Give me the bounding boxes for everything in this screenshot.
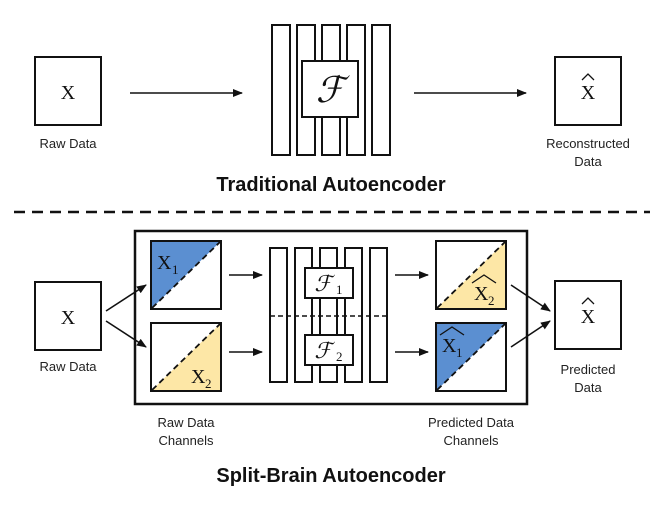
raw-channel-2: X 2 bbox=[150, 322, 222, 392]
hat-icon bbox=[581, 73, 595, 81]
sb-arrow-split-top bbox=[105, 284, 147, 312]
sb-network-2-sub: 2 bbox=[336, 349, 343, 364]
trad-network-box bbox=[301, 60, 359, 118]
sb-arrow-merge-bottom bbox=[510, 320, 551, 348]
sb-output-box bbox=[554, 280, 622, 350]
hat-icon bbox=[439, 326, 465, 336]
sb-network-1-symbol: ℱ bbox=[314, 271, 335, 296]
raw-channel-1-diagonal bbox=[150, 240, 222, 310]
predicted-channel-2-diagonal bbox=[435, 240, 507, 310]
trad-output-label-1: Reconstructed bbox=[546, 136, 630, 151]
trad-output-symbol: X bbox=[581, 82, 596, 104]
predicted-channel-1: X 1 bbox=[435, 322, 507, 392]
sb-network-2-symbol: ℱ bbox=[314, 338, 335, 363]
sb-layer bbox=[369, 247, 388, 383]
predicted-channels-label-2: Channels bbox=[444, 433, 499, 448]
trad-input-symbol: X bbox=[61, 82, 76, 104]
sb-network-1-box bbox=[304, 267, 354, 299]
traditional-section: X Raw Data ℱ X Reconstructed Data Tradit… bbox=[34, 24, 630, 196]
split-brain-section: X Raw Data X 1 X 2 bbox=[34, 229, 622, 487]
predicted-channel-1-diagonal bbox=[435, 322, 507, 392]
raw-channel-2-sub: 2 bbox=[205, 376, 212, 391]
sb-arrow-split-bottom bbox=[105, 320, 147, 348]
trad-layer bbox=[371, 24, 391, 156]
sb-layer bbox=[269, 247, 288, 383]
raw-channel-1-border bbox=[150, 240, 222, 310]
hat-icon bbox=[471, 274, 497, 284]
predicted-channel-2-sub: 2 bbox=[488, 293, 495, 308]
trad-title: Traditional Autoencoder bbox=[216, 174, 445, 196]
trad-layer bbox=[271, 24, 291, 156]
sb-output-label-2: Data bbox=[574, 380, 602, 395]
predicted-channel-1-symbol: X bbox=[442, 335, 457, 357]
sb-container bbox=[133, 229, 529, 406]
raw-channel-1-sub: 1 bbox=[172, 262, 179, 277]
raw-channel-1: X 1 bbox=[150, 240, 222, 310]
trad-input-label: Raw Data bbox=[39, 136, 97, 151]
predicted-channels-label-1: Predicted Data bbox=[428, 415, 515, 430]
sb-input-box bbox=[34, 281, 102, 351]
raw-channels-label-1: Raw Data bbox=[157, 415, 215, 430]
predicted-channel-1-border bbox=[435, 322, 507, 392]
raw-channel-2-symbol: X bbox=[191, 366, 206, 388]
raw-channel-1-symbol: X bbox=[157, 252, 172, 274]
predicted-channel-2: X 2 bbox=[435, 240, 507, 310]
sb-network-1-sub: 1 bbox=[336, 282, 343, 297]
raw-channel-2-border bbox=[150, 322, 222, 392]
predicted-channel-1-sub: 1 bbox=[456, 345, 463, 360]
sb-network-2-box bbox=[304, 334, 354, 366]
sb-input-symbol: X bbox=[61, 307, 76, 329]
sb-output-label-1: Predicted bbox=[561, 362, 616, 377]
sb-output-symbol: X bbox=[581, 306, 596, 328]
sb-arrow-merge-top bbox=[510, 284, 551, 312]
predicted-channel-2-border bbox=[435, 240, 507, 310]
raw-channels-label-2: Channels bbox=[159, 433, 214, 448]
trad-input-box bbox=[34, 56, 102, 126]
predicted-channel-2-symbol: X bbox=[474, 283, 489, 305]
sb-input-label: Raw Data bbox=[39, 359, 97, 374]
hat-icon bbox=[581, 297, 595, 305]
sb-title: Split-Brain Autoencoder bbox=[216, 465, 445, 487]
raw-channel-2-diagonal bbox=[150, 322, 222, 392]
trad-output-box bbox=[554, 56, 622, 126]
trad-output-label-2: Data bbox=[574, 154, 602, 169]
